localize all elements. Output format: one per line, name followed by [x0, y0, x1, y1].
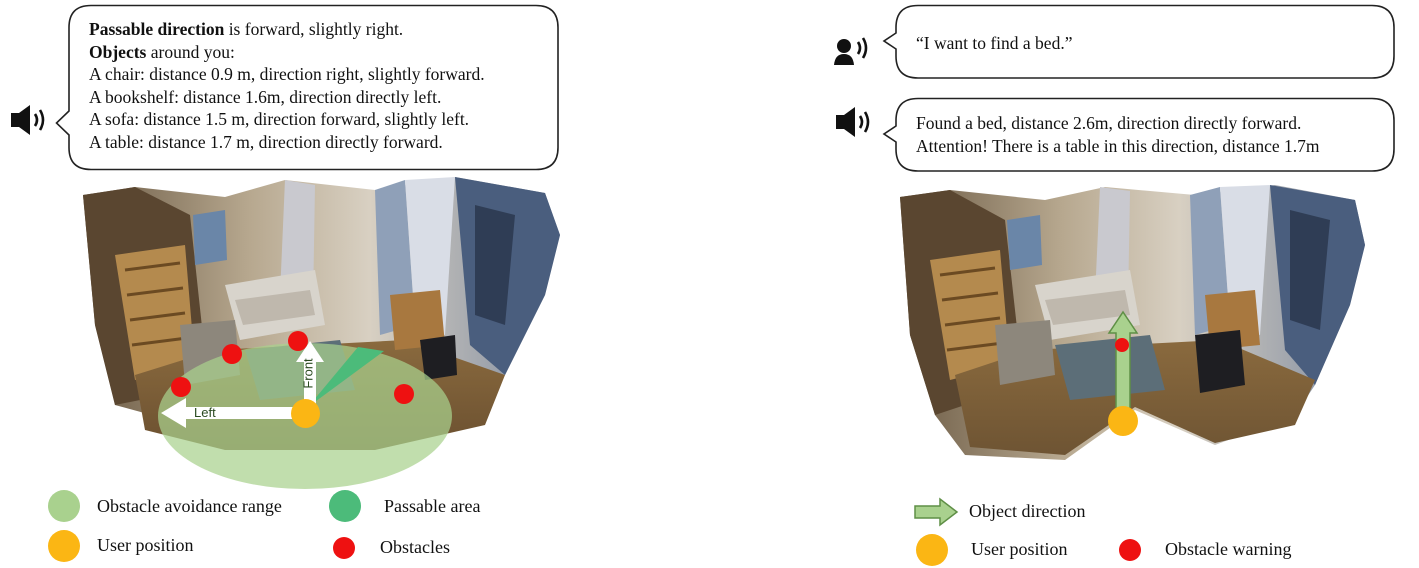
object-line-sofa: A sofa: distance 1.5 m, direction forwar… — [89, 109, 470, 129]
speech-bubble-left — [55, 4, 559, 171]
left-arrow — [161, 398, 306, 428]
legend-object-direction-label: Object direction — [969, 501, 1086, 521]
legend-passable-area-swatch — [329, 490, 361, 522]
legend-obstacle-range-swatch — [48, 490, 80, 522]
request-text: “I want to find a bed.” — [916, 33, 1073, 53]
user-position-marker — [1108, 406, 1138, 436]
legend-user-position-swatch — [916, 534, 948, 566]
speaker-icon — [836, 107, 870, 137]
user-position-marker — [291, 399, 320, 428]
speech-bubble-request — [882, 4, 1395, 79]
legend-user-position-label: User position — [97, 535, 194, 555]
object-line-bookshelf: A bookshelf: distance 1.6m, direction di… — [89, 86, 442, 107]
objects-heading-line: Objects around you: — [89, 41, 235, 62]
legend-obstacle-range-label: Obstacle avoidance range — [97, 496, 282, 516]
response-line-1: Found a bed, distance 2.6m, direction di… — [916, 113, 1302, 133]
obstacle-warning-marker — [1115, 338, 1129, 352]
legend-obstacles-label: Obstacles — [380, 537, 450, 557]
speech-bubble-response — [882, 97, 1395, 172]
obstacle-marker — [288, 331, 308, 351]
legend-obstacles-swatch — [333, 537, 355, 559]
response-line-2: Attention! There is a table in this dire… — [916, 135, 1320, 156]
object-line-chair: A chair: distance 0.9 m, direction right… — [89, 64, 485, 84]
legend-user-position-swatch — [48, 530, 80, 562]
legend-obstacle-warning-label: Obstacle warning — [1165, 539, 1292, 559]
room-scan-right — [900, 185, 1365, 460]
speaker-icon — [11, 105, 45, 135]
legend-user-position-label: User position — [971, 539, 1068, 559]
front-arrow — [296, 341, 324, 412]
response-text: Found a bed, distance 2.6m, direction di… — [916, 112, 1320, 157]
obstacle-marker — [171, 377, 191, 397]
obstacle-marker — [394, 384, 414, 404]
legend-obstacle-warning-swatch — [1119, 539, 1141, 561]
front-arrow-label: Front — [300, 358, 316, 389]
passable-area-wedge — [308, 347, 384, 407]
legend-object-direction-swatch — [914, 497, 959, 527]
object-direction-arrow — [1107, 310, 1139, 415]
bubble-left-text: Passable direction is forward, slightly … — [89, 18, 485, 153]
left-arrow-label: Left — [194, 405, 216, 420]
object-line-table: A table: distance 1.7 m, direction direc… — [89, 131, 443, 152]
passable-direction-line: Passable direction is forward, slightly … — [89, 19, 404, 39]
legend-passable-area-label: Passable area — [384, 496, 481, 516]
speaking-person-icon — [834, 37, 868, 65]
obstacle-marker — [222, 344, 242, 364]
